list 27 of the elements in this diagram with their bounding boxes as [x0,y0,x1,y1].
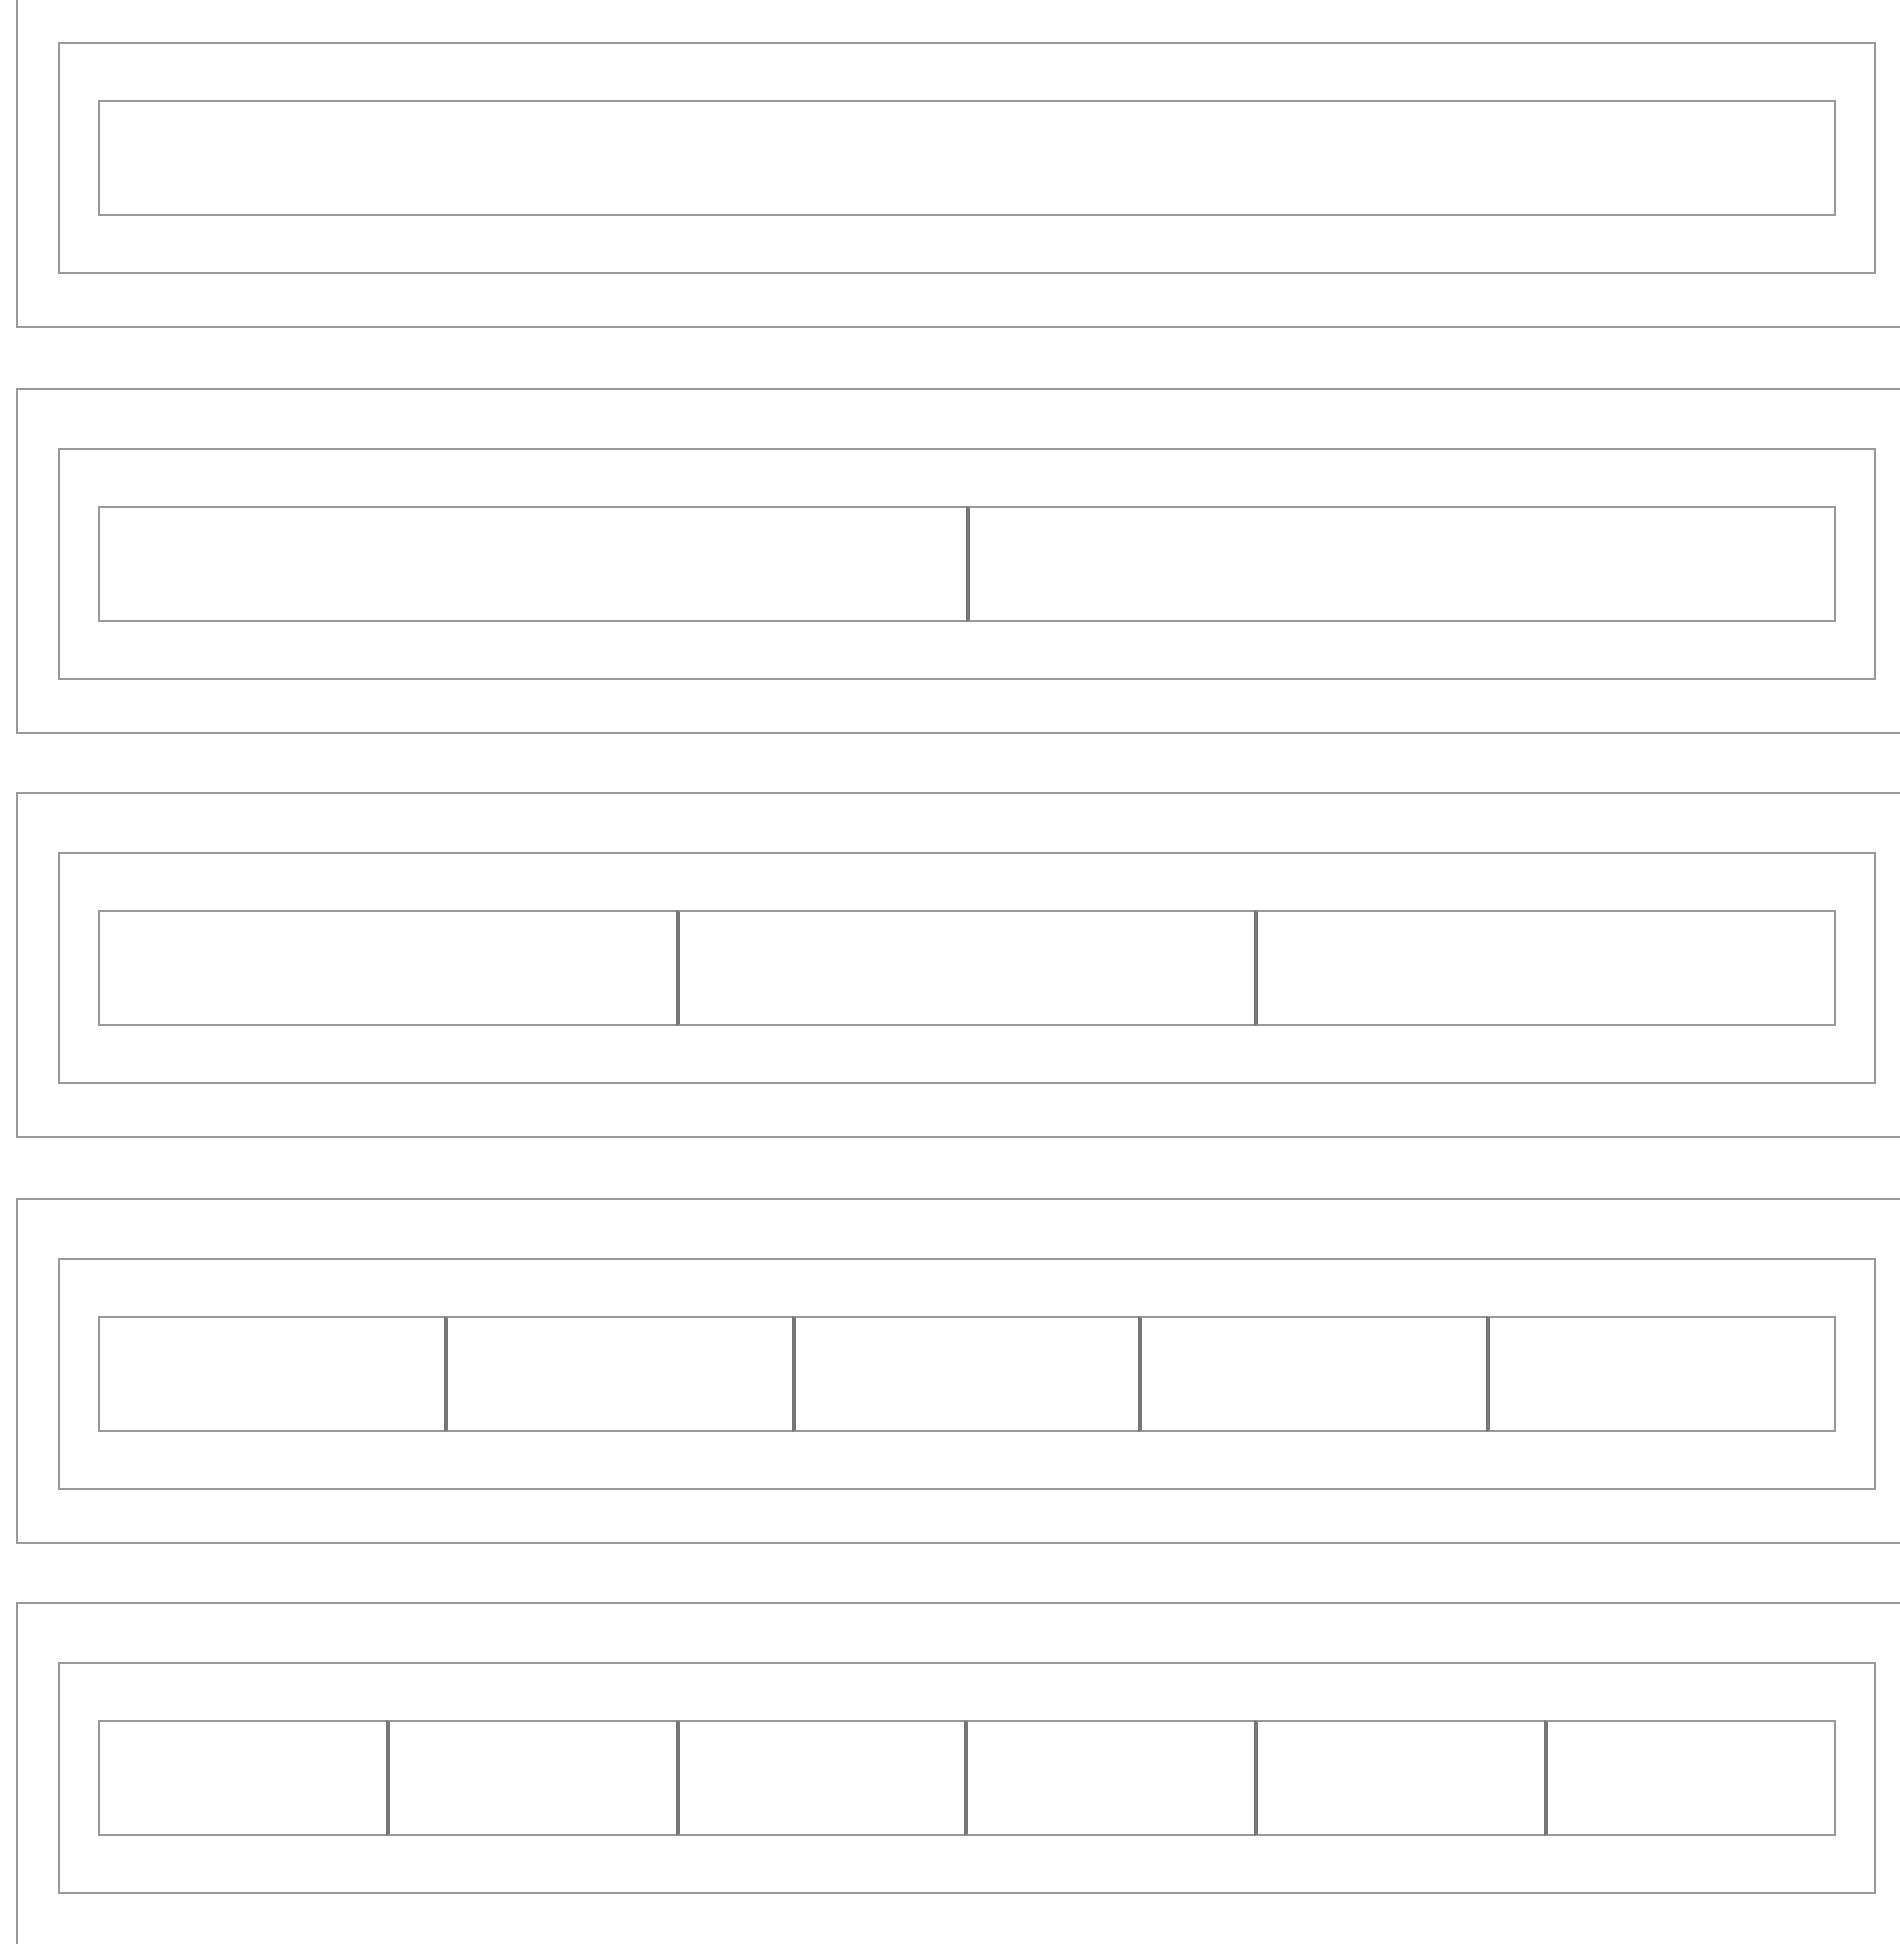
outer-frame [16,0,1900,328]
cell-box [1254,910,1837,1026]
cell-box [1544,1720,1836,1836]
outer-frame [16,1197,1900,1543]
inner-frame [58,852,1876,1084]
inner-frame [58,1662,1876,1894]
cell-box [1138,1315,1487,1431]
cell-box [791,1315,1139,1431]
inner-frame [58,42,1876,274]
inner-frame [58,1257,1876,1489]
cell-box [1254,1720,1545,1836]
cell-box [385,1720,676,1836]
cell-box [98,910,676,1026]
outer-frame [16,792,1900,1138]
cell-box [965,505,1836,621]
cell-box [98,100,1836,216]
cell-box [964,1720,1255,1836]
cell-box [675,1720,965,1836]
cell-box [98,1720,386,1836]
cell-box [443,1315,792,1431]
cell-box [98,505,965,621]
outer-frame [16,1602,1900,1944]
cell-box [98,1315,444,1431]
inner-frame [58,447,1876,679]
outer-frame [16,387,1900,733]
cell-box [675,910,1255,1026]
cell-box [1486,1315,1836,1431]
